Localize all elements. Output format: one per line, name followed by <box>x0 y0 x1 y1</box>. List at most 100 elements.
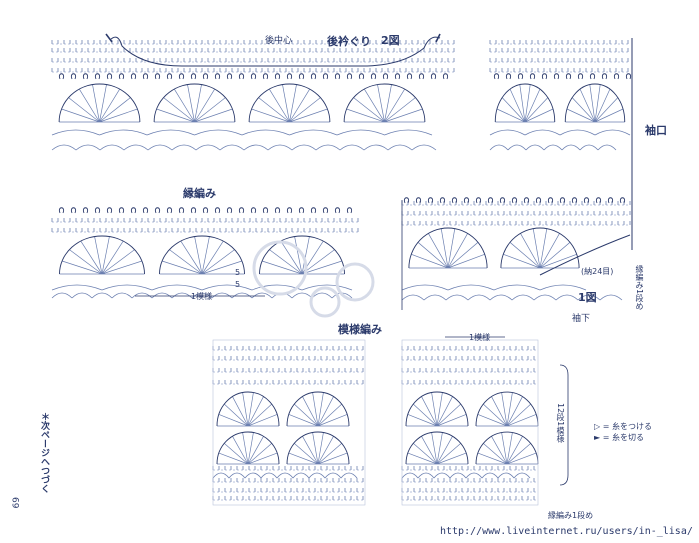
stitch-ticks <box>401 496 535 500</box>
fan-motif <box>406 392 468 427</box>
fan-motif <box>59 236 145 275</box>
chain-arches <box>51 284 353 291</box>
stitch-ticks <box>401 356 535 360</box>
source-url: http://www.liveinternet.ru/users/in-_lis… <box>440 526 693 537</box>
fan-motif <box>406 432 468 465</box>
fan-arc <box>216 431 280 465</box>
fan-motif <box>495 84 555 123</box>
figure1-title: 1図 <box>578 291 597 304</box>
stitch-ticks <box>212 466 364 470</box>
chain-arches <box>489 129 631 136</box>
fan-arc <box>286 431 350 465</box>
stitch-ticks <box>212 488 364 492</box>
chain-arches <box>51 144 437 151</box>
cut-yarn-icon <box>435 33 441 43</box>
attach-yarn-icon: ▷ <box>594 422 601 431</box>
fan-motif <box>159 236 245 275</box>
edging-repeat-label: 1模様 <box>191 292 213 301</box>
stitch-ticks <box>212 496 364 500</box>
fan-motif <box>217 432 279 465</box>
chain-arches <box>489 144 617 151</box>
stitch-ticks <box>401 380 535 384</box>
fan-arc <box>248 83 331 123</box>
fan-motif <box>217 392 279 427</box>
watermark-yarn <box>309 286 341 318</box>
stitch-ticks <box>401 466 535 470</box>
page-number: 69 <box>12 497 22 509</box>
stitch-ticks <box>489 58 629 62</box>
pattern-first-row-label: 縁編み1段め <box>548 511 594 520</box>
figure2-title: 2図 <box>381 34 400 47</box>
fan-motif <box>287 432 349 465</box>
stitch-ticks <box>489 68 629 72</box>
pattern-title: 模様編み <box>338 323 382 336</box>
pattern-block-frame <box>212 339 366 506</box>
fan-motif <box>249 84 330 123</box>
fan-arc <box>259 235 345 275</box>
stitch-ticks <box>212 478 364 482</box>
sleeve-underarm-label: 袖下 <box>572 314 591 324</box>
fan-arc <box>500 227 580 269</box>
chain-arches <box>401 294 623 301</box>
pattern-repeat-label: 1模様 <box>469 333 491 342</box>
watermark-yarn <box>335 262 375 302</box>
fan-arc <box>405 431 469 465</box>
stitch-ticks <box>51 68 455 72</box>
stitch-ticks <box>489 40 629 44</box>
fan-arc <box>475 391 539 427</box>
chain-arches <box>401 284 587 291</box>
figure1-rows-label: (納24目) <box>581 267 614 276</box>
fan-arc <box>286 391 350 427</box>
edging-count-bottom: 5 <box>235 280 241 289</box>
cuff-label: 袖口 <box>645 124 667 137</box>
stitch-ticks <box>51 40 455 44</box>
center-back-label: 後中心 <box>265 36 293 46</box>
cut-yarn-icon: ► <box>594 433 601 442</box>
fan-arc <box>405 391 469 427</box>
fan-arc <box>159 235 245 275</box>
stitch-ticks <box>489 48 629 52</box>
stitch-ticks <box>51 228 359 232</box>
edging-title: 縁編み <box>183 187 216 200</box>
stitch-ticks <box>401 211 631 215</box>
figure1-edging-row-label: 縁編み1段め <box>635 265 644 311</box>
fan-motif <box>408 228 488 269</box>
row-bracket <box>559 364 569 486</box>
stitch-ticks <box>51 58 455 62</box>
chain-arches <box>51 129 433 136</box>
stitch-ticks <box>401 346 535 350</box>
stitch-ticks <box>51 48 455 52</box>
picot-edge <box>58 73 449 80</box>
fan-arc <box>494 83 556 123</box>
watermark-yarn <box>252 240 308 296</box>
fan-motif <box>476 432 538 465</box>
stitch-ticks <box>212 346 364 350</box>
picot-edge <box>403 197 626 204</box>
fan-arc <box>59 235 145 275</box>
fan-motif <box>259 236 345 275</box>
picot-edge <box>493 73 632 80</box>
legend-cut: ► = 糸を切る <box>594 433 644 442</box>
stitch-ticks <box>51 218 359 222</box>
fan-arc <box>58 83 141 123</box>
stitch-ticks <box>212 368 364 372</box>
fan-arc <box>153 83 236 123</box>
fan-motif <box>344 84 425 123</box>
neck-curve <box>109 36 441 67</box>
stitch-ticks <box>401 488 535 492</box>
stitch-ticks <box>401 221 631 225</box>
fan-arc <box>343 83 426 123</box>
fan-motif <box>476 392 538 427</box>
stitch-ticks <box>212 380 364 384</box>
legend-attach: ▷ = 糸をつける <box>594 422 652 431</box>
cut-yarn-icon <box>105 33 113 43</box>
fan-motif <box>154 84 235 123</box>
fan-arc <box>564 83 626 123</box>
pattern-row-count-label: 12段1模様 <box>556 403 565 443</box>
stitch-ticks <box>212 356 364 360</box>
stitch-ticks <box>401 368 535 372</box>
back-neck-label: 後衿ぐり <box>327 35 371 48</box>
edging-count-top: 5 <box>235 268 241 277</box>
sleeve-curve <box>539 234 631 276</box>
